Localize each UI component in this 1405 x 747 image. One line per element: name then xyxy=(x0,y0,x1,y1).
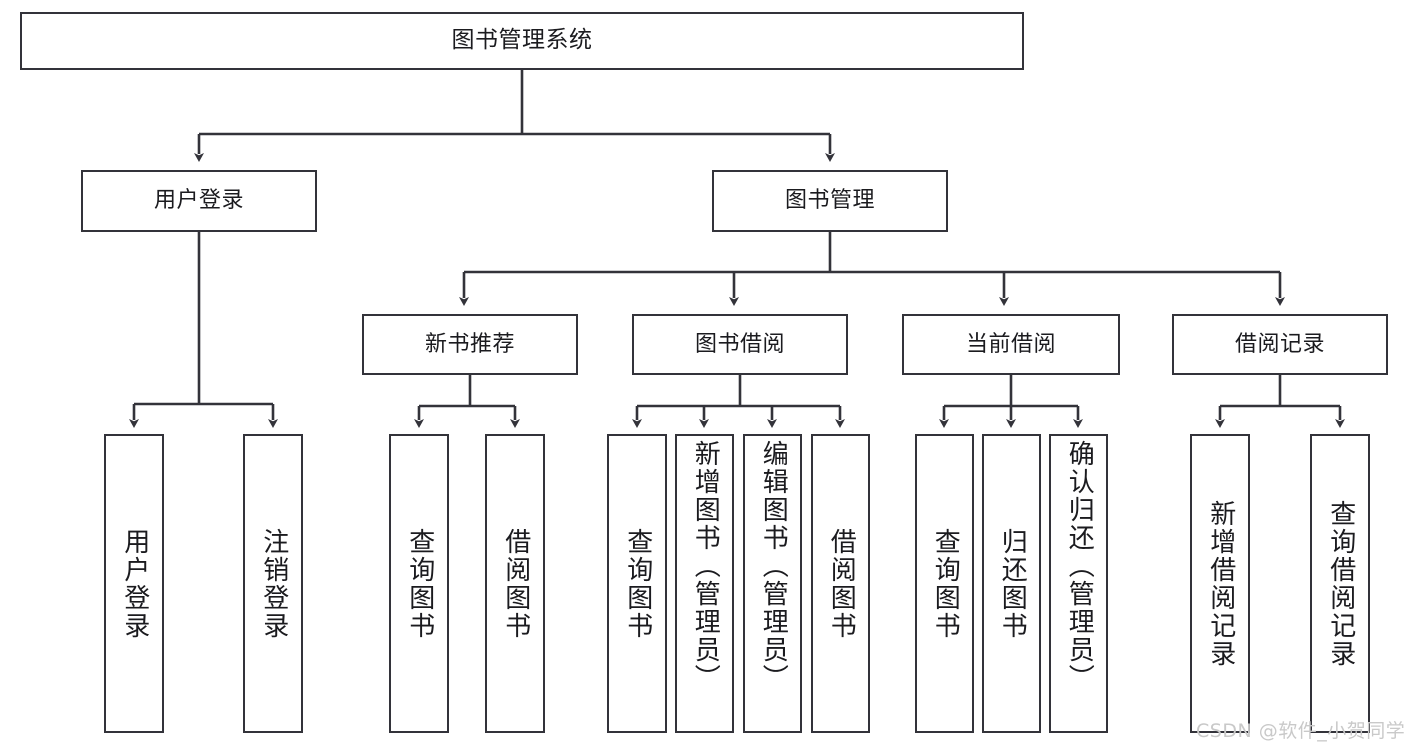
node-label: 用户登录 xyxy=(153,188,244,214)
node-new-book-recommend[interactable]: 新书推荐 xyxy=(362,314,578,375)
node-label: 当前借阅 xyxy=(965,331,1056,357)
node-label: 归还图书 xyxy=(997,527,1028,640)
node-label-wrap: 借阅图书 xyxy=(500,436,531,731)
node-label-wrap: 新增图书（管理员） xyxy=(690,436,721,735)
node-label: 新增借阅记录 xyxy=(1205,499,1236,668)
node-label-wrap: 确认归还（管理员） xyxy=(1064,436,1095,735)
node-label-wrap: 查询图书 xyxy=(930,436,961,731)
node-current-borrow[interactable]: 当前借阅 xyxy=(902,314,1120,375)
node-leaf-query-books-current[interactable]: 查询图书 xyxy=(915,434,974,733)
node-label-wrap: 借阅图书 xyxy=(826,436,857,731)
node-label: 查询借阅记录 xyxy=(1325,499,1356,668)
node-label-wrap: 用户登录 xyxy=(154,172,244,230)
node-label: 图书借阅 xyxy=(694,331,785,357)
node-user-login[interactable]: 用户登录 xyxy=(81,170,317,232)
node-leaf-edit-book-admin[interactable]: 编辑图书（管理员） xyxy=(743,434,802,733)
node-label-wrap: 图书管理 xyxy=(785,172,875,230)
node-leaf-query-books-recommend[interactable]: 查询图书 xyxy=(389,434,449,733)
node-label: 借阅图书 xyxy=(500,527,531,640)
node-book-borrow[interactable]: 图书借阅 xyxy=(632,314,848,375)
node-book-management-system[interactable]: 图书管理系统 xyxy=(20,12,1024,70)
node-label: 查询图书 xyxy=(930,527,961,640)
node-leaf-return-books[interactable]: 归还图书 xyxy=(982,434,1041,733)
node-label-wrap: 查询借阅记录 xyxy=(1325,436,1356,731)
node-label-wrap: 编辑图书（管理员） xyxy=(758,436,789,735)
node-label: 图书管理系统 xyxy=(451,27,593,54)
node-label: 用户登录 xyxy=(119,527,150,640)
node-label: 注销登录 xyxy=(258,527,289,640)
node-label-wrap: 新书推荐 xyxy=(425,316,515,373)
node-label: 图书管理 xyxy=(784,188,875,214)
node-leaf-logout-login[interactable]: 注销登录 xyxy=(243,434,303,733)
node-label-wrap: 新增借阅记录 xyxy=(1205,436,1236,731)
node-borrow-record[interactable]: 借阅记录 xyxy=(1172,314,1388,375)
node-label: 查询图书 xyxy=(622,527,653,640)
node-label: 确认归还（管理员） xyxy=(1064,440,1095,692)
node-leaf-confirm-return-admin[interactable]: 确认归还（管理员） xyxy=(1049,434,1108,733)
node-leaf-user-login[interactable]: 用户登录 xyxy=(104,434,164,733)
node-label-wrap: 注销登录 xyxy=(258,436,289,731)
node-leaf-add-book-admin[interactable]: 新增图书（管理员） xyxy=(675,434,734,733)
node-label-wrap: 用户登录 xyxy=(119,436,150,731)
node-label: 查询图书 xyxy=(404,527,435,640)
node-leaf-add-borrow-record[interactable]: 新增借阅记录 xyxy=(1190,434,1250,733)
node-label-wrap: 当前借阅 xyxy=(966,316,1056,373)
node-label-wrap: 图书借阅 xyxy=(695,316,785,373)
node-label: 编辑图书（管理员） xyxy=(758,440,789,692)
node-leaf-borrow-books-recommend[interactable]: 借阅图书 xyxy=(485,434,545,733)
node-leaf-query-books-borrow[interactable]: 查询图书 xyxy=(607,434,667,733)
node-label-wrap: 归还图书 xyxy=(997,436,1028,731)
node-leaf-query-borrow-record[interactable]: 查询借阅记录 xyxy=(1310,434,1370,733)
node-label: 新书推荐 xyxy=(424,331,515,357)
node-label: 新增图书（管理员） xyxy=(690,440,721,692)
node-label-wrap: 借阅记录 xyxy=(1235,316,1325,373)
node-label: 借阅记录 xyxy=(1234,331,1325,357)
node-book-management[interactable]: 图书管理 xyxy=(712,170,948,232)
node-leaf-borrow-books[interactable]: 借阅图书 xyxy=(811,434,870,733)
node-label-wrap: 查询图书 xyxy=(622,436,653,731)
node-label: 借阅图书 xyxy=(826,527,857,640)
node-label-wrap: 查询图书 xyxy=(404,436,435,731)
watermark-text: CSDN @软件_小贺同学 xyxy=(1196,720,1405,742)
